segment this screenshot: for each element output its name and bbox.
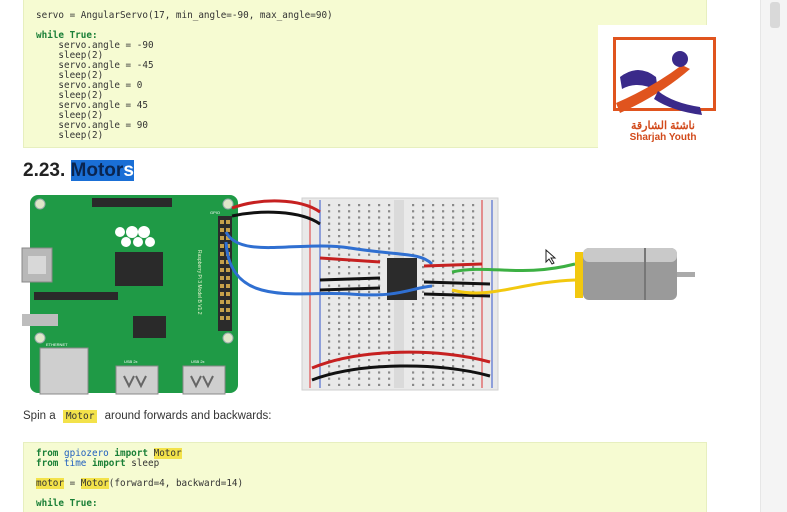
code-keyword: while True: <box>36 30 98 41</box>
board-model-text: Raspberry Pi 3 Model B V1.2 <box>196 250 202 315</box>
raspberry-logo-icon <box>115 226 155 247</box>
mouse-cursor-icon <box>545 248 557 265</box>
code-line: sleep(2) <box>36 110 104 121</box>
code-line: sleep(2) <box>36 50 104 61</box>
ethernet-label: ETHERNET <box>46 342 68 347</box>
code-line: from time import sleep <box>36 458 160 469</box>
code-line: while True: <box>36 498 98 509</box>
motor-wiring-diagram: ETHERNET USB 2x USB 2x Raspberry Pi 3 Mo… <box>21 195 695 395</box>
scrollbar-track[interactable] <box>760 0 787 512</box>
sharjah-youth-logo: ناشئة الشارقة Sharjah Youth <box>598 25 728 148</box>
raspberry-pi-board <box>30 195 238 393</box>
logo-arabic-text: ناشئة الشارقة <box>631 120 695 132</box>
para-text-after: around forwards and backwards: <box>101 410 272 422</box>
usb-controller-chip <box>133 316 166 338</box>
highlighted-motor-class: Motor <box>80 478 109 489</box>
code-line: servo.angle = 45 <box>36 100 148 111</box>
code-block-servo: servo = AngularServo(17, min_angle=-90, … <box>23 0 707 148</box>
logo-english-text: Sharjah Youth <box>629 132 697 143</box>
dc-motor <box>575 248 695 300</box>
inline-code-motor[interactable]: Motor <box>62 410 98 423</box>
para-text-before: Spin a <box>23 410 59 422</box>
heading-title-tail[interactable]: s <box>123 160 134 181</box>
heading-title-selected[interactable]: Motor <box>70 160 124 181</box>
code-line: sleep(2) <box>36 70 104 81</box>
motor-description: Spin a Motor around forwards and backwar… <box>23 410 272 423</box>
gpio-label: GPIO <box>210 210 220 215</box>
code-line: sleep(2) <box>36 90 104 101</box>
code-block-motor: from gpiozero import Motor from time imp… <box>23 442 707 512</box>
logo-frame <box>613 37 716 111</box>
scrollbar-thumb[interactable] <box>770 2 780 28</box>
micro-usb-port <box>22 314 58 326</box>
code-line: servo.angle = 90 <box>36 120 148 131</box>
code-line: servo.angle = 0 <box>36 80 143 91</box>
ethernet-port <box>39 347 89 395</box>
usb-label-2: USB 2x <box>191 359 205 364</box>
code-loop-body: servo.angle = -90 sleep(2) servo.angle =… <box>36 41 706 141</box>
code-line: servo.angle = -90 <box>36 40 154 51</box>
highlighted-motor: Motor <box>153 448 182 459</box>
section-heading: 2.23. Motors <box>23 160 134 182</box>
code-line: motor = Motor(forward=4, backward=14) <box>36 478 244 489</box>
heading-number: 2.23. <box>23 160 66 181</box>
soc-chip <box>115 252 163 286</box>
code-line: from gpiozero import Motor <box>36 448 182 459</box>
code-line: sleep(2) <box>36 130 104 141</box>
highlighted-motor-var: motor <box>36 478 64 489</box>
code-line: servo.angle = -45 <box>36 60 154 71</box>
logo-figure-icon <box>616 51 702 115</box>
docs-page: servo = AngularServo(17, min_angle=-90, … <box>21 0 728 512</box>
code-line: servo = AngularServo(17, min_angle=-90, … <box>36 10 333 21</box>
usb-label-1: USB 2x <box>124 359 138 364</box>
